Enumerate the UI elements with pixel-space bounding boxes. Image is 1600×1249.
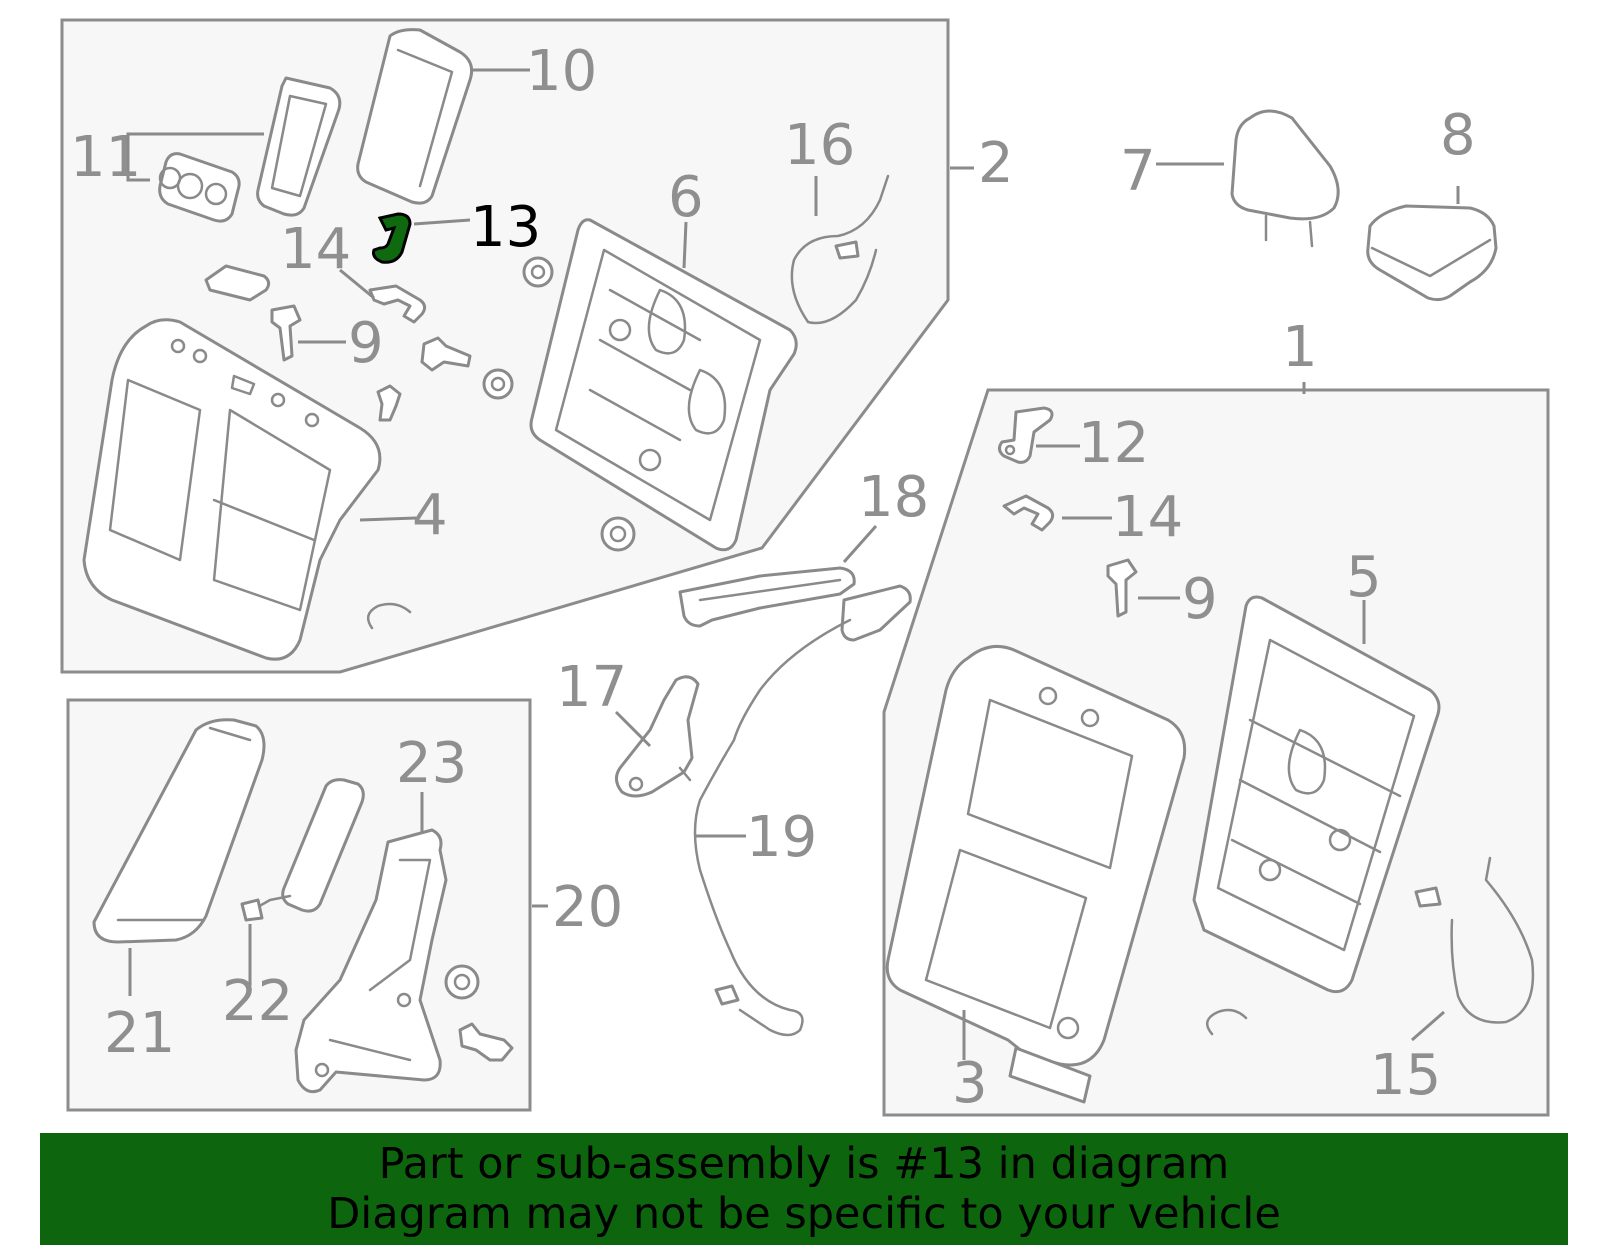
part-ring-upper — [366, 602, 412, 630]
part-12-bracket — [997, 406, 1054, 464]
callout-13: 13 — [470, 195, 541, 260]
fasteners-lower — [444, 964, 514, 1062]
callout-9-upper: 9 — [348, 311, 384, 376]
callout-11: 11 — [70, 125, 141, 190]
leader-lines — [126, 68, 1460, 1060]
callout-8: 8 — [1440, 103, 1476, 168]
callout-14-upper: 14 — [280, 217, 351, 282]
callout-16: 16 — [784, 113, 855, 178]
part-6-frame — [529, 218, 798, 552]
callout-21: 21 — [104, 1001, 175, 1066]
part-pad — [204, 264, 271, 302]
part-3-seat-back — [885, 644, 1187, 1104]
part-ring-lower — [1205, 1008, 1248, 1036]
callout-9-lower: 9 — [1182, 567, 1218, 632]
callout-20: 20 — [552, 875, 623, 940]
callout-4: 4 — [412, 483, 448, 548]
part-14-clip-lower — [1002, 494, 1055, 532]
callout-17: 17 — [556, 655, 627, 720]
callout-22: 22 — [222, 969, 293, 1034]
banner-line-part: Part or sub-assembly is #13 in diagram — [378, 1139, 1230, 1189]
callout-23: 23 — [396, 731, 467, 796]
part-5-frame — [1192, 595, 1441, 994]
part-8-pad — [1366, 204, 1498, 302]
fasteners-upper — [376, 256, 636, 552]
part-22-lamp — [240, 778, 365, 922]
part-14-clip-upper — [368, 284, 427, 324]
part-23-hinge — [294, 828, 448, 1094]
callout-15: 15 — [1370, 1043, 1441, 1108]
callout-10: 10 — [526, 39, 597, 104]
part-4-seat-back — [82, 318, 382, 661]
part-17-bracket — [615, 675, 700, 798]
callout-19: 19 — [746, 805, 817, 870]
callout-1: 1 — [1282, 315, 1318, 380]
callout-3: 3 — [952, 1051, 988, 1116]
part-10-cushion — [356, 28, 474, 205]
part-21-armrest — [92, 718, 266, 944]
callout-12: 12 — [1078, 411, 1149, 476]
part-19-cable — [693, 584, 912, 1037]
part-18-bracket — [678, 566, 856, 628]
part-13-bracket — [372, 212, 412, 264]
part-9-pin-upper — [270, 304, 302, 362]
part-11-trim — [158, 76, 342, 223]
part-16-cable — [790, 174, 890, 325]
part-info-banner: Part or sub-assembly is #13 in diagram D… — [40, 1133, 1568, 1245]
part-7-headrest — [1230, 109, 1340, 248]
callout-6: 6 — [668, 165, 704, 230]
callout-5: 5 — [1346, 545, 1382, 610]
callout-18: 18 — [858, 465, 929, 530]
banner-line-disclaimer: Diagram may not be specific to your vehi… — [327, 1189, 1281, 1239]
callout-14-lower: 14 — [1112, 485, 1183, 550]
callout-7: 7 — [1120, 139, 1156, 204]
part-15-cable — [1414, 856, 1535, 1024]
part-9-pin-lower — [1106, 558, 1138, 618]
callout-2: 2 — [978, 131, 1014, 196]
